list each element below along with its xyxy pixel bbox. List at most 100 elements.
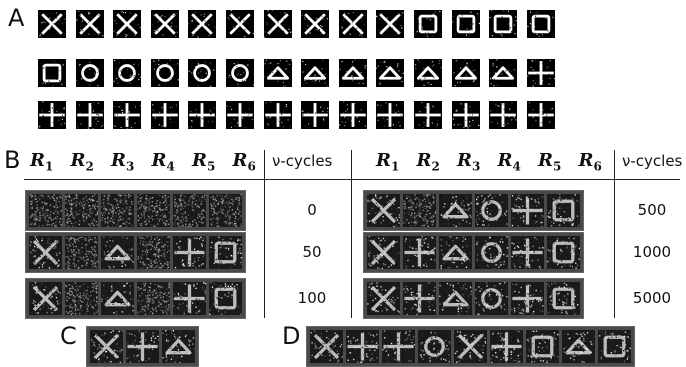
pattern-cell-plus <box>346 330 379 363</box>
column-header-letter: R <box>416 150 432 171</box>
pattern-cell-noise <box>137 194 170 227</box>
pattern-cell-plus <box>173 282 206 315</box>
pattern-cell-x <box>29 282 62 315</box>
pattern-tile-plus <box>338 101 367 129</box>
column-header-subscript: 5 <box>552 159 562 174</box>
pattern-cell-plus <box>173 236 206 269</box>
column-header-subscript: 2 <box>85 159 94 174</box>
column-header-subscript: 3 <box>125 159 135 174</box>
column-header-r3: R3 <box>457 150 480 174</box>
pattern-tile-x <box>226 10 254 38</box>
column-header-letter: R <box>497 150 513 171</box>
pattern-cell-sq <box>547 236 580 269</box>
pattern-tile-plus <box>263 101 292 129</box>
column-header-letter: R <box>70 150 86 171</box>
pattern-tile-x <box>38 10 66 38</box>
pattern-cell-tri <box>562 330 595 363</box>
column-header-r5: R5 <box>192 150 215 174</box>
pattern-tile-o <box>188 59 217 87</box>
column-header-letter: R <box>376 150 391 171</box>
pattern-tile-sq <box>451 10 480 38</box>
column-header-r5: R5 <box>538 150 561 174</box>
pattern-cell-tri <box>439 236 472 269</box>
pattern-cell-o <box>475 194 508 227</box>
right-state-row <box>363 232 584 273</box>
column-header-r6: R6 <box>579 150 602 174</box>
pattern-cell-tri <box>101 282 134 315</box>
pattern-tile-o <box>113 59 142 87</box>
column-header-r2: R2 <box>71 150 94 174</box>
pattern-cell-plus <box>403 282 436 315</box>
pattern-cell-x <box>367 282 400 315</box>
column-header-subscript: 4 <box>512 159 521 174</box>
pattern-cell-x <box>367 236 400 269</box>
pattern-cell-tri <box>439 282 472 315</box>
pattern-cell-noise <box>29 194 62 227</box>
pattern-cell-plus <box>126 330 159 363</box>
table-divider-right <box>614 150 615 318</box>
column-header-subscript: 1 <box>390 159 400 174</box>
pattern-tile-sq <box>414 10 442 38</box>
column-header-subscript: 5 <box>206 159 216 174</box>
column-header-r3: R3 <box>111 150 134 174</box>
pattern-tile-x <box>263 10 292 38</box>
column-header-subscript: 2 <box>431 159 440 174</box>
panel-c-label: C <box>60 322 77 350</box>
column-header-r1: R1 <box>376 150 399 174</box>
pattern-cell-o <box>418 330 451 363</box>
column-header-r2: R2 <box>417 150 440 174</box>
cycles-header-left: ν-cycles <box>272 152 333 170</box>
pattern-cell-sq <box>209 236 242 269</box>
pattern-cell-noise <box>65 236 98 269</box>
pattern-tile-x <box>75 10 104 38</box>
cycle-count-left: 50 <box>302 243 322 261</box>
column-header-r6: R6 <box>233 150 256 174</box>
pattern-tile-tri <box>414 59 442 87</box>
pattern-cell-plus <box>490 330 523 363</box>
pattern-tile-plus <box>526 101 555 129</box>
cycle-count-right: 1000 <box>632 243 672 261</box>
column-header-letter: R <box>151 150 167 171</box>
column-header-subscript: 1 <box>44 159 54 174</box>
table-divider-middle <box>351 150 352 318</box>
right-state-row <box>363 278 584 319</box>
pattern-tile-sq <box>526 10 555 38</box>
pattern-tile-sq <box>489 10 518 38</box>
pattern-cell-x <box>454 330 487 363</box>
pattern-tile-plus <box>226 101 254 129</box>
pattern-tile-x <box>113 10 142 38</box>
pattern-cell-plus <box>382 330 415 363</box>
pattern-cell-plus <box>511 236 544 269</box>
pattern-tile-tri <box>338 59 367 87</box>
pattern-cell-noise <box>137 236 170 269</box>
pattern-tile-plus <box>301 101 330 129</box>
left-state-row <box>25 278 246 319</box>
pattern-tile-x <box>301 10 330 38</box>
pattern-cell-sq <box>547 194 580 227</box>
pattern-tile-o <box>150 59 179 87</box>
pattern-tile-x <box>188 10 217 38</box>
column-header-subscript: 6 <box>593 159 602 174</box>
column-header-r1: R1 <box>30 150 53 174</box>
pattern-cell-noise <box>209 194 242 227</box>
pattern-cell-plus <box>511 194 544 227</box>
column-header-subscript: 4 <box>166 159 175 174</box>
panel-c-row <box>86 326 199 367</box>
panel-a-label: A <box>8 4 25 32</box>
pattern-tile-tri <box>263 59 292 87</box>
column-header-letter: R <box>30 150 45 171</box>
pattern-tile-plus <box>113 101 142 129</box>
column-header-subscript: 6 <box>247 159 256 174</box>
pattern-tile-plus <box>376 101 405 129</box>
pattern-cell-x <box>367 194 400 227</box>
pattern-tile-plus <box>38 101 66 129</box>
column-header-r4: R4 <box>498 150 521 174</box>
pattern-tile-plus <box>489 101 518 129</box>
pattern-cell-noise <box>65 282 98 315</box>
column-header-letter: R <box>538 150 553 171</box>
cycle-count-left: 100 <box>297 289 327 307</box>
pattern-cell-noise <box>173 194 206 227</box>
pattern-tile-x <box>150 10 179 38</box>
pattern-cell-o <box>475 236 508 269</box>
pattern-tile-sq <box>38 59 66 87</box>
